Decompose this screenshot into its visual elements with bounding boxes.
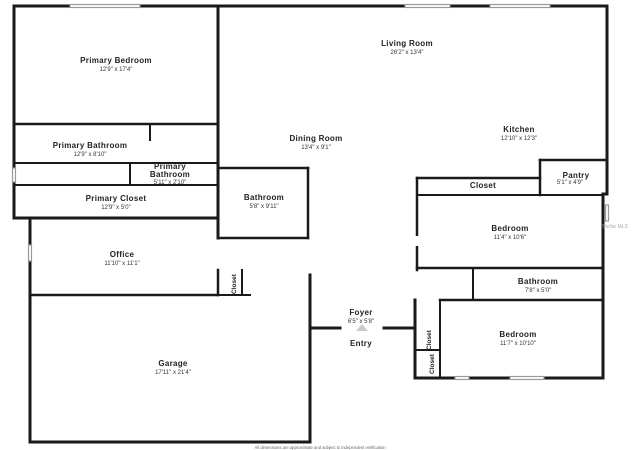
room-primary-bathroom: Primary Bathroom 12'9" x 8'10"	[53, 141, 128, 158]
room-name: Bathroom	[150, 170, 190, 179]
room-dimensions: 7'8" x 5'0"	[525, 288, 551, 294]
room-closet-top: Closet	[470, 181, 496, 190]
room-primary-bathroom-small: Primary Bathroom 5'11" x 2'10"	[150, 162, 190, 186]
room-dimensions: 5'11" x 2'10"	[154, 180, 186, 186]
room-bedroom-lower: Bedroom 11'7" x 10'10"	[499, 330, 536, 347]
room-dimensions: 12'9" x 8'10"	[74, 152, 107, 158]
room-closet-office: Closet	[231, 273, 238, 294]
room-name: Living Room	[381, 39, 433, 48]
windows	[11, 3, 610, 381]
room-labels: Primary Bedroom 12'9" x 17'4" Living Roo…	[53, 39, 590, 376]
room-primary-closet: Primary Closet 12'9" x 5'0"	[86, 194, 147, 211]
room-entry: Entry	[350, 339, 372, 348]
room-dimensions: 12'9" x 5'0"	[101, 205, 131, 211]
room-name: Primary Bathroom	[53, 141, 128, 150]
room-dimensions: 26'2" x 13'4"	[391, 50, 424, 56]
room-dimensions: 11'7" x 10'10"	[500, 341, 536, 347]
room-name: Pantry	[563, 171, 590, 180]
footnote: All dimensions are approximate and subje…	[254, 445, 386, 450]
watermark: Stellar MLS	[602, 224, 629, 230]
room-name: Dining Room	[289, 134, 342, 143]
room-name: Closet	[231, 273, 238, 294]
door-openings	[215, 236, 420, 298]
room-dimensions: 11'10" x 11'1"	[104, 261, 139, 267]
room-name: Bathroom	[518, 277, 558, 286]
room-office: Office 11'10" x 11'1"	[104, 250, 139, 267]
room-closet-lower-2: Closet	[429, 353, 436, 374]
room-primary-bedroom: Primary Bedroom 12'9" x 17'4"	[80, 56, 152, 73]
room-closet-lower-1: Closet	[426, 329, 433, 350]
room-garage: Garage 17'11" x 21'4"	[155, 359, 191, 376]
room-name: Entry	[350, 339, 372, 348]
room-bathroom-right: Bathroom 7'8" x 5'0"	[518, 277, 558, 294]
room-name: Closet	[470, 181, 496, 190]
room-dimensions: 12'10" x 12'3"	[501, 136, 537, 142]
room-name: Garage	[158, 359, 188, 368]
room-name: Primary	[154, 162, 186, 171]
room-name: Closet	[429, 353, 436, 374]
room-name: Bedroom	[499, 330, 536, 339]
room-kitchen: Kitchen 12'10" x 12'3"	[501, 125, 537, 142]
room-dimensions: 11'4" x 10'6"	[494, 235, 526, 241]
room-name: Foyer	[349, 308, 372, 317]
room-dimensions: 5'8" x 9'11"	[249, 204, 278, 210]
room-bedroom-upper: Bedroom 11'4" x 10'6"	[491, 224, 528, 241]
room-name: Office	[110, 250, 135, 259]
room-name: Kitchen	[503, 125, 534, 134]
room-name: Bedroom	[491, 224, 528, 233]
room-name: Bathroom	[244, 193, 284, 202]
room-dimensions: 12'9" x 17'4"	[100, 67, 133, 73]
room-dimensions: 6'5" x 5'8"	[348, 319, 374, 325]
room-name: Primary Bedroom	[80, 56, 152, 65]
room-foyer: Foyer 6'5" x 5'8"	[348, 308, 374, 325]
room-name: Primary Closet	[86, 194, 147, 203]
room-living-room: Living Room 26'2" x 13'4"	[381, 39, 433, 56]
walls	[12, 4, 609, 444]
room-pantry: Pantry 5'1" x 4'9"	[557, 171, 590, 186]
room-name: Closet	[426, 329, 433, 350]
room-dining-room: Dining Room 13'4" x 9'1"	[289, 134, 342, 151]
room-dimensions: 5'1" x 4'9"	[557, 180, 583, 186]
room-dimensions: 17'11" x 21'4"	[155, 370, 191, 376]
entry-arrow-icon	[356, 324, 368, 331]
room-bathroom-center: Bathroom 5'8" x 9'11"	[244, 193, 284, 210]
room-dimensions: 13'4" x 9'1"	[301, 145, 331, 151]
